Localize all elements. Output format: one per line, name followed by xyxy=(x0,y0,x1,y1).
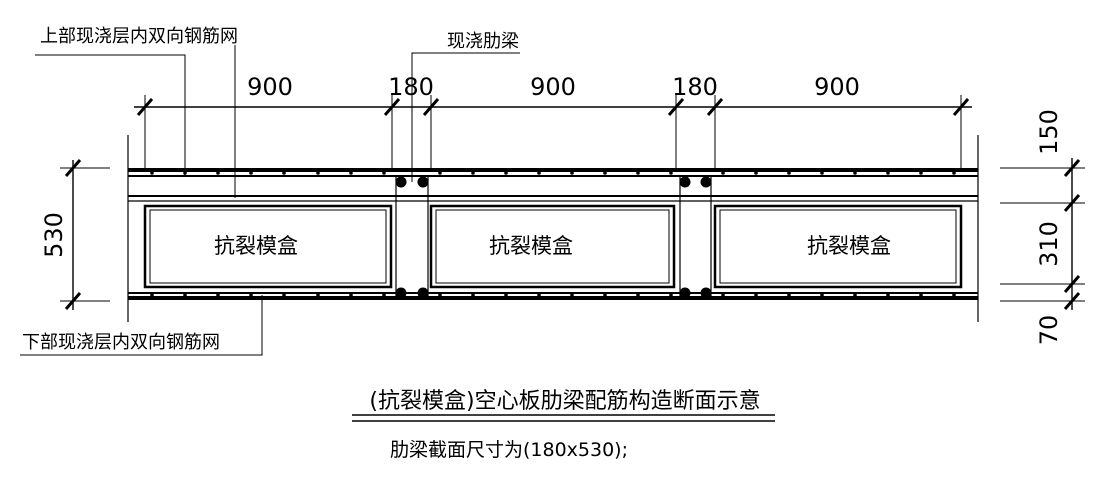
top-mesh-bar-2 xyxy=(183,171,187,175)
top-mesh-bar-1 xyxy=(150,171,154,175)
top-mesh-bar-7 xyxy=(349,171,353,175)
dim-900-right: 900 xyxy=(814,73,860,101)
top-mesh-bar-14 xyxy=(603,171,607,175)
leader-rib-beam xyxy=(411,52,520,182)
bottom-mesh-bar-8 xyxy=(382,293,386,297)
box-label-1: 抗裂模盒 xyxy=(214,234,298,258)
top-dimension-chain xyxy=(134,95,972,170)
bottom-mesh-bar-6 xyxy=(316,293,320,297)
box-outline-2 xyxy=(429,204,676,289)
box-outline-1 xyxy=(143,204,393,289)
top-mesh-bar-20 xyxy=(820,171,824,175)
top-mesh-bar-11 xyxy=(504,171,508,175)
top-mesh-bar-12 xyxy=(537,171,541,175)
bottom-mesh-bar-12 xyxy=(537,293,541,297)
top-mesh-bar-10 xyxy=(471,171,475,175)
top-mesh-bar-15 xyxy=(636,171,640,175)
bottom-mesh-bar-4 xyxy=(249,293,253,297)
dimension-note: 肋梁截面尺寸为(180x530); xyxy=(390,439,628,461)
bottom-mesh-bar-17 xyxy=(721,293,725,297)
top-mesh-bar-17 xyxy=(721,171,725,175)
bottom-mesh-bar-1 xyxy=(150,293,154,297)
slab-outline xyxy=(127,135,979,322)
rib-beam-1-bar-bottom-2 xyxy=(417,287,429,299)
leader-top-mesh xyxy=(35,45,236,198)
top-mesh-bar-19 xyxy=(787,171,791,175)
bottom-mesh-bar-22 xyxy=(886,293,890,297)
bottom-mesh-bar-16 xyxy=(669,293,673,297)
rib-beam-2-bar-top-1 xyxy=(679,176,691,188)
dim-70: 70 xyxy=(1035,315,1063,346)
dim-900-middle: 900 xyxy=(530,73,576,101)
rib-beam-2 xyxy=(679,176,712,298)
top-mesh-bar-4 xyxy=(249,171,253,175)
top-mesh-bar-21 xyxy=(853,171,857,175)
top-mesh-bar-5 xyxy=(282,171,286,175)
bottom-mesh-bar-5 xyxy=(282,293,286,297)
dim-150: 150 xyxy=(1035,109,1063,155)
rib-beam-2-bar-bottom-2 xyxy=(700,287,712,299)
bottom-mesh-bar-20 xyxy=(820,293,824,297)
bottom-mesh-bar-7 xyxy=(349,293,353,297)
bottom-mesh-bar-10 xyxy=(471,293,475,297)
rib-beam-1-bar-bottom-1 xyxy=(395,287,407,299)
top-mesh-bar-18 xyxy=(754,171,758,175)
title-underline xyxy=(352,414,775,422)
top-mesh-bar-8 xyxy=(382,171,386,175)
top-mesh-bar-24 xyxy=(952,171,956,175)
dim-180-left: 180 xyxy=(388,73,434,101)
label-rib-beam: 现浇肋梁 xyxy=(447,31,519,52)
right-dimension-chain xyxy=(1000,158,1085,310)
top-mesh-bar-16 xyxy=(669,171,673,175)
top-mesh-bar-22 xyxy=(886,171,890,175)
rebar-layer xyxy=(150,171,956,299)
bottom-mesh-bar-23 xyxy=(919,293,923,297)
dim-180-right: 180 xyxy=(672,73,718,101)
dim-900-left: 900 xyxy=(247,73,293,101)
bottom-mesh-bar-24 xyxy=(952,293,956,297)
label-bottom-mesh: 下部现浇层内双向钢筋网 xyxy=(22,332,220,353)
bottom-mesh-bar-21 xyxy=(853,293,857,297)
bottom-mesh-bar-14 xyxy=(603,293,607,297)
left-dimension-line xyxy=(60,159,110,310)
rib-beam-2-bar-bottom-1 xyxy=(679,287,691,299)
top-mesh-bar-3 xyxy=(216,171,220,175)
bottom-mesh-bar-18 xyxy=(754,293,758,297)
top-mesh-bar-23 xyxy=(919,171,923,175)
rib-beam-1-bar-top-1 xyxy=(395,176,407,188)
bottom-mesh-bar-2 xyxy=(183,293,187,297)
box-label-3: 抗裂模盒 xyxy=(807,234,891,258)
top-mesh-bar-9 xyxy=(438,171,442,175)
bottom-mesh-bar-15 xyxy=(636,293,640,297)
bottom-mesh-bar-11 xyxy=(504,293,508,297)
label-top-mesh: 上部现浇层内双向钢筋网 xyxy=(40,26,238,47)
top-mesh-bar-6 xyxy=(316,171,320,175)
top-mesh-bar-13 xyxy=(570,171,574,175)
bottom-mesh-bar-19 xyxy=(787,293,791,297)
bottom-mesh-bar-13 xyxy=(570,293,574,297)
dim-310: 310 xyxy=(1035,221,1063,267)
rib-beam-1 xyxy=(395,176,429,298)
dim-530: 530 xyxy=(40,212,68,258)
bottom-mesh-bar-3 xyxy=(216,293,220,297)
rib-beam-2-bar-top-2 xyxy=(700,176,712,188)
box-outline-3 xyxy=(713,204,963,289)
bottom-mesh-bar-9 xyxy=(438,293,442,297)
leader-bottom-mesh xyxy=(20,295,263,356)
drawing-title: (抗裂模盒)空心板肋梁配筋构造断面示意 xyxy=(369,389,760,414)
box-label-2: 抗裂模盒 xyxy=(489,234,573,258)
rib-beam-1-bar-top-2 xyxy=(417,176,429,188)
